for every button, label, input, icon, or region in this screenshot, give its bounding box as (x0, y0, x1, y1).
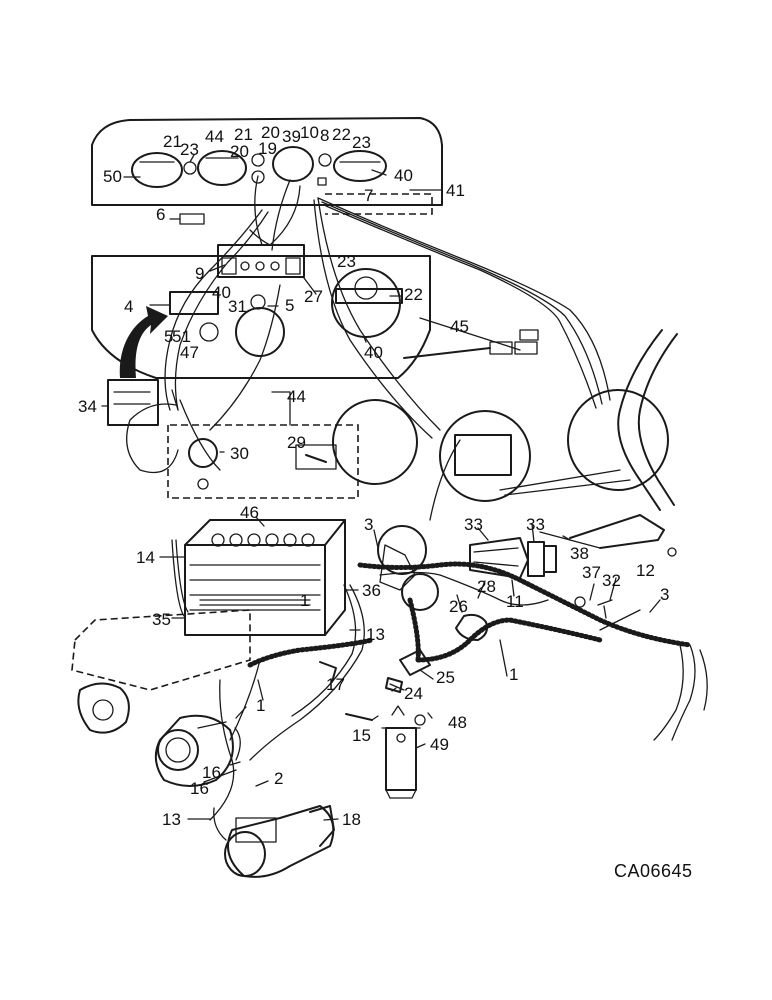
callout-4: 4 (124, 297, 133, 316)
callout-43: 50 (103, 167, 122, 186)
callout-23c: 23 (337, 252, 356, 271)
callout-21a: 21 (234, 125, 253, 144)
drawing-code: CA06645 (614, 861, 693, 881)
callout-48: 47 (180, 343, 199, 362)
callout-22a: 21 (163, 132, 182, 151)
callout-9: 9 (195, 264, 204, 283)
callout-31: 31 (228, 297, 247, 316)
callout-26: 27 (304, 287, 323, 306)
callout-24: 24 (404, 684, 423, 703)
callout-32: 32 (602, 571, 621, 590)
coil (381, 705, 426, 799)
callouts: 50 21 23 44 21 20 39 10 8 22 23 20 19 40… (78, 123, 669, 829)
callout-47: 46 (240, 503, 259, 522)
leader-lines (101, 154, 661, 821)
callout-39: 39 (282, 127, 301, 146)
callout-49: 48 (448, 713, 467, 732)
alternator (154, 714, 241, 787)
callout-19: 18 (342, 810, 361, 829)
detail-circle-left (439, 410, 531, 502)
callout-42: 41 (446, 181, 465, 200)
callout-5a: 5 (285, 296, 294, 315)
callout-10: 10 (300, 123, 319, 142)
callout-8: 8 (320, 126, 329, 145)
connector-6 (179, 213, 205, 225)
callout-13a: 13 (366, 625, 385, 644)
starter (213, 805, 335, 878)
callout-27: 26 (449, 597, 468, 616)
gauge-43 (131, 152, 183, 188)
callout-28: 28 (477, 577, 496, 596)
callout-1c: 1 (300, 591, 309, 610)
callout-18: 17 (326, 675, 345, 694)
battery (171, 519, 346, 636)
callout-2: 2 (274, 769, 283, 788)
gauge-44 (197, 150, 247, 186)
callout-23b: 23 (352, 133, 371, 152)
callout-30: 30 (230, 444, 249, 463)
callout-35: 33 (464, 515, 483, 534)
callout-33a: 36 (362, 581, 381, 600)
wire-46 (403, 347, 491, 359)
upper-harness (126, 175, 631, 521)
callout-37: 37 (582, 563, 601, 582)
callout-13b: 13 (162, 810, 181, 829)
callout-5b: 5 (164, 327, 173, 346)
ignition-switch (469, 537, 557, 579)
callout-33b: 35 (152, 610, 171, 629)
callout-11: 11 (506, 592, 524, 611)
engine-block (71, 609, 251, 691)
gauge-39 (272, 146, 314, 182)
callout-41: 40 (364, 343, 383, 362)
callout-3b: 3 (660, 585, 669, 604)
instrument-panel (91, 117, 443, 215)
callout-21b: 20 (230, 142, 249, 161)
callout-1a: 1 (509, 665, 518, 684)
pointer-arrow (119, 306, 168, 378)
callout-46: 45 (450, 317, 469, 336)
callout-20b: 19 (258, 139, 277, 158)
callout-3a: 3 (364, 515, 373, 534)
callout-23a: 23 (180, 140, 199, 159)
callout-40b: 40 (212, 283, 231, 302)
detail-circle-right (567, 389, 669, 491)
callout-29: 29 (287, 433, 306, 452)
callout-6: 6 (156, 205, 165, 224)
callout-38: 38 (570, 544, 589, 563)
callout-15: 15 (352, 726, 371, 745)
relay-36 (107, 379, 159, 426)
callout-1b: 1 (256, 696, 265, 715)
callout-7: 7 (364, 186, 373, 205)
callout-17: 16 (202, 763, 221, 782)
lower-harness (209, 531, 708, 821)
callout-50: 49 (430, 735, 449, 754)
callout-51: 51 (172, 327, 191, 346)
callout-20a: 20 (261, 123, 280, 142)
callout-45: 44 (287, 387, 306, 406)
switch-panel (167, 399, 418, 499)
callout-12: 12 (636, 561, 655, 580)
callout-34: 33 (526, 515, 545, 534)
callout-40a: 40 (394, 166, 413, 185)
fan-pulley (77, 682, 130, 734)
callout-25: 25 (436, 668, 455, 687)
callout-22b: 22 (332, 125, 351, 144)
callout-16: 16 (190, 779, 209, 798)
callout-44: 44 (205, 127, 224, 146)
callout-36: 34 (78, 397, 97, 416)
gauge-40-top (333, 150, 387, 182)
callout-14: 14 (136, 548, 155, 567)
callout-22c: 22 (404, 285, 423, 304)
dash-panel (91, 244, 431, 379)
